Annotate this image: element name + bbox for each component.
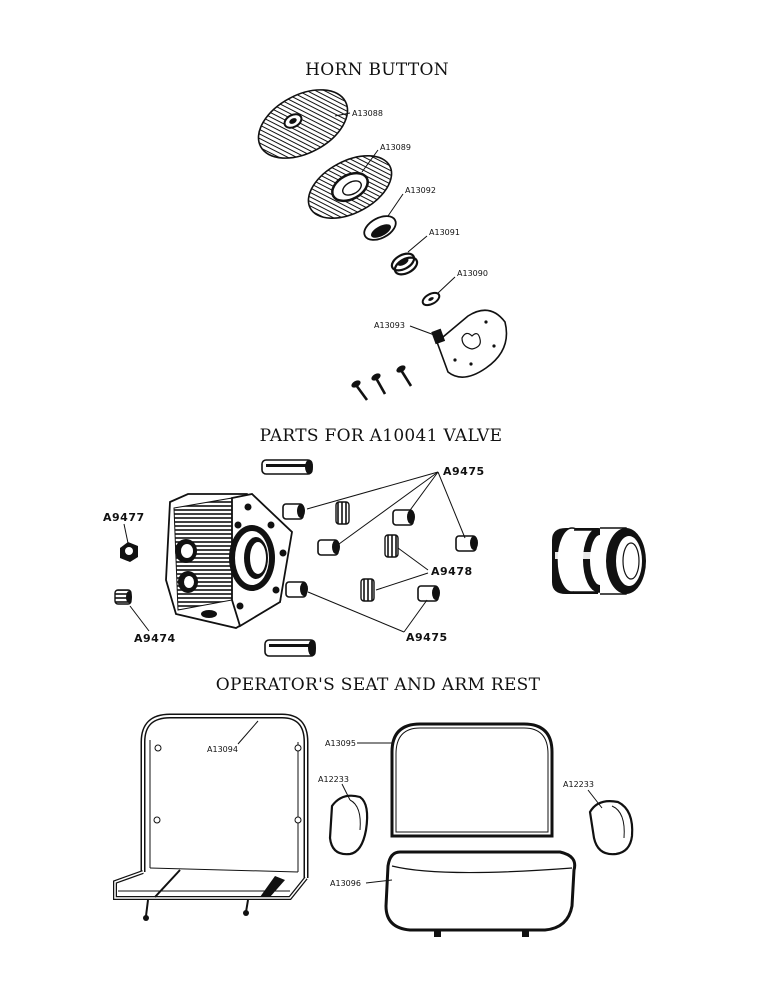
label-a13096: A13096	[330, 879, 361, 888]
horn-contact-plate	[431, 309, 508, 378]
label-a9478: A9478	[431, 565, 473, 578]
label-a9474: A9474	[134, 632, 176, 645]
label-a9475-top: A9475	[443, 465, 485, 478]
seat-title: OPERATOR'S SEAT AND ARM REST	[216, 675, 541, 695]
valve-spring	[335, 501, 350, 525]
seat-cushion	[384, 850, 577, 937]
seat-frame	[113, 713, 309, 921]
horn-button-section: HORN BUTTON A13088 A13089 A13092	[257, 60, 508, 401]
valve-plug	[455, 535, 478, 552]
valve-fitting-a9477	[120, 542, 138, 562]
leader-a13090	[437, 276, 456, 294]
leader-a13088	[334, 112, 351, 117]
valve-leaders	[123, 471, 466, 633]
leader-a13092	[387, 193, 404, 217]
horn-button-title: HORN BUTTON	[305, 60, 449, 80]
label-a13093: A13093	[374, 321, 405, 330]
leader-a12233-right	[587, 789, 603, 809]
seat-section: OPERATOR'S SEAT AND ARM REST A13094	[113, 675, 634, 937]
horn-screws	[351, 365, 413, 401]
valve-section: PARTS FOR A10041 VALVE	[103, 426, 646, 657]
label-a13091: A13091	[429, 228, 460, 237]
horn-cup	[363, 215, 397, 241]
label-a9475-bottom: A9475	[406, 631, 448, 644]
leader-a13091	[407, 235, 428, 253]
valve-plug	[285, 581, 308, 598]
valve-plug	[392, 509, 415, 526]
back-cushion	[390, 722, 554, 838]
valve-pin-bottom	[264, 639, 316, 657]
valve-plug	[317, 539, 340, 556]
label-a13094: A13094	[207, 745, 238, 754]
label-a13092: A13092	[405, 186, 436, 195]
label-a13095: A13095	[325, 739, 356, 748]
valve-body	[165, 493, 293, 629]
label-a12233-left: A12233	[318, 775, 349, 784]
valve-pin-top	[261, 459, 313, 475]
label-a13090: A13090	[457, 269, 488, 278]
leader-a13093	[409, 325, 438, 337]
horn-cap	[257, 89, 349, 159]
valve-plug	[282, 503, 305, 520]
leader-a13094	[237, 720, 259, 745]
valve-spring	[360, 578, 375, 602]
label-a13088: A13088	[352, 109, 383, 118]
packing-rings	[552, 527, 646, 595]
arm-rest-right	[588, 800, 634, 856]
horn-base-ring	[307, 155, 393, 219]
leader-a13096	[365, 879, 393, 884]
leader-a12233-left	[341, 783, 351, 801]
horn-spring	[390, 252, 419, 276]
leader-a13089	[361, 149, 379, 173]
arm-rest-left	[328, 794, 369, 856]
valve-plug	[417, 585, 440, 602]
horn-washer	[421, 291, 441, 307]
label-a9477: A9477	[103, 511, 145, 524]
label-a12233-right: A12233	[563, 780, 594, 789]
valve-fitting-a9474	[114, 589, 132, 605]
label-a13089: A13089	[380, 143, 411, 152]
valve-spring	[384, 534, 399, 558]
valve-parts-title: PARTS FOR A10041 VALVE	[260, 426, 503, 446]
